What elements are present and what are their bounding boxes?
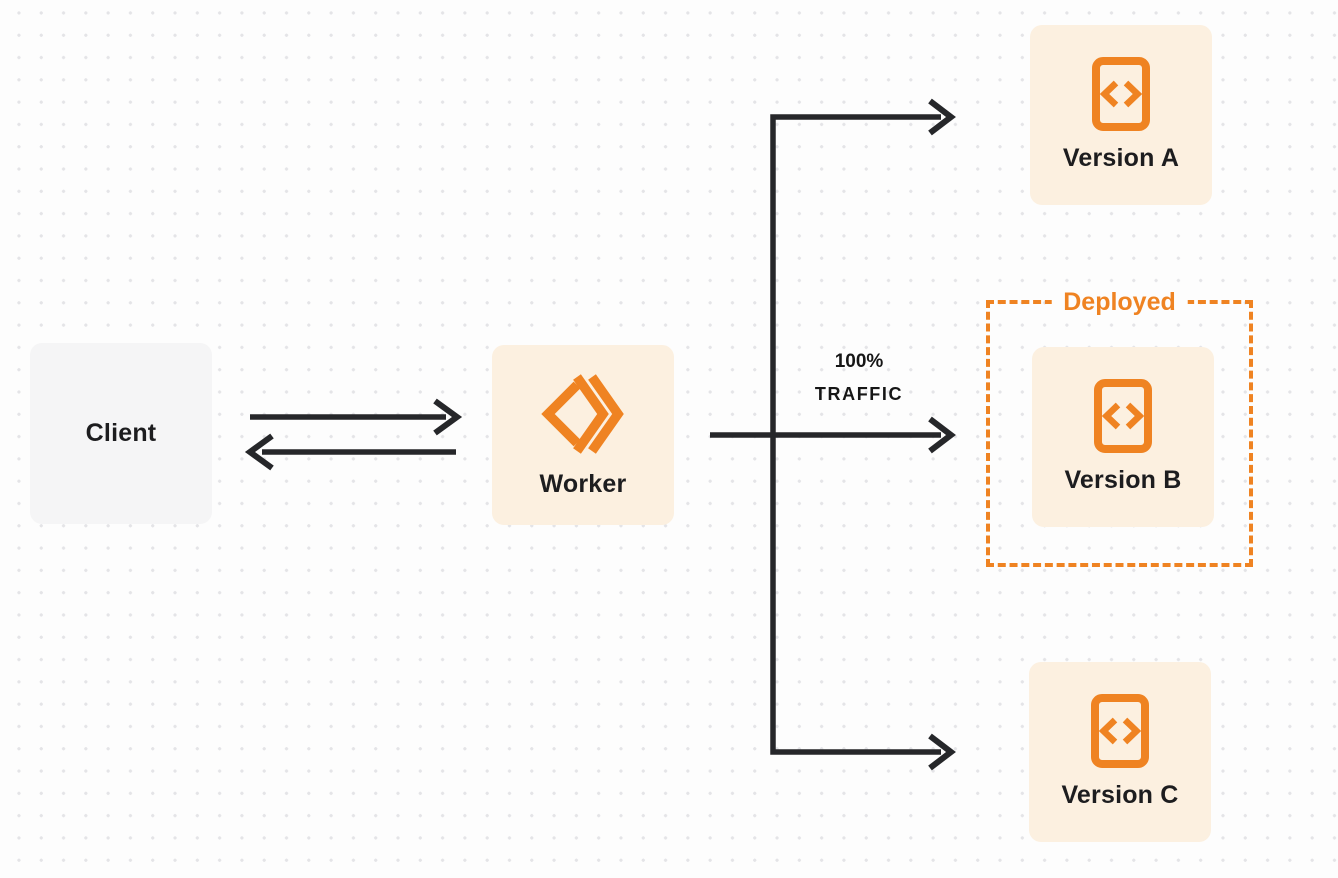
- traffic-word-text: TRAFFIC: [814, 384, 904, 404]
- version-b-label: Version B: [1064, 466, 1182, 494]
- deployed-label: Deployed: [1051, 287, 1188, 317]
- worker-label: Worker: [539, 469, 627, 498]
- arrow-version-b-head: [928, 416, 956, 454]
- traffic-percent-text: 100%: [834, 351, 884, 372]
- client-label: Client: [85, 419, 157, 447]
- traffic-annotation: 100% TRAFFIC: [773, 351, 945, 404]
- code-file-icon: [1092, 57, 1150, 131]
- branch-trunk-line: [770, 114, 941, 755]
- version-a-label: Version A: [1062, 144, 1180, 172]
- node-client: Client: [30, 343, 212, 524]
- deployed-frame: Deployed Version B: [986, 287, 1253, 567]
- node-version-c: Version C: [1029, 662, 1211, 842]
- node-version-a: Version A: [1030, 25, 1212, 205]
- arrow-client-to-worker-head: [433, 398, 463, 436]
- code-file-icon: [1094, 379, 1152, 453]
- workers-logo-icon: [541, 373, 624, 454]
- code-file-icon: [1091, 694, 1149, 768]
- node-version-b: Version B: [1032, 347, 1214, 527]
- arrow-worker-to-client-head: [244, 433, 274, 471]
- arrow-version-a-head: [928, 98, 956, 136]
- arrow-version-c-head: [928, 733, 956, 771]
- node-worker: Worker: [492, 345, 674, 525]
- version-c-label: Version C: [1061, 781, 1179, 809]
